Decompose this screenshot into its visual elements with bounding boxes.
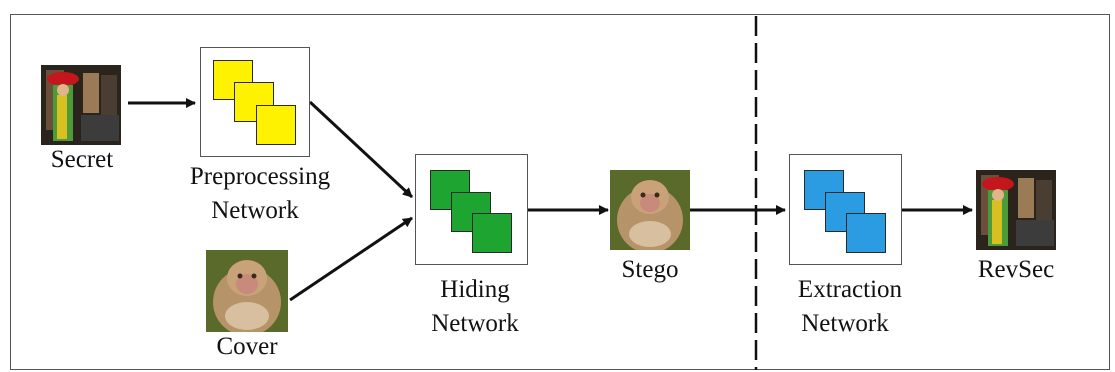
preprocessing-layer-3 — [256, 105, 296, 145]
arrow-cover-to-hiding — [289, 216, 413, 302]
arrow-preprocessing-to-hiding — [308, 100, 414, 199]
preprocessing-label-line1: Preprocessing — [189, 163, 331, 190]
cover-label: Cover — [216, 333, 278, 360]
hiding-label-line2: Network — [431, 310, 519, 337]
diagram-frame — [10, 14, 1110, 370]
extraction-label-line2: Network — [801, 310, 889, 337]
stego-label: Stego — [621, 256, 679, 283]
revsec-image — [976, 170, 1056, 250]
hiding-network-box — [415, 154, 528, 265]
hiding-layer-3 — [472, 213, 512, 253]
cover-image — [206, 250, 288, 332]
stego-image — [610, 170, 690, 250]
secret-label: Secret — [50, 146, 114, 173]
preprocessing-network-box — [200, 47, 310, 157]
extraction-layer-3 — [846, 213, 886, 253]
preprocessing-label-line2: Network — [211, 197, 299, 224]
secret-image — [41, 65, 121, 145]
extraction-label-line1: Extraction — [797, 276, 903, 303]
extraction-network-box — [789, 154, 902, 265]
hiding-label-line1: Hiding — [440, 276, 510, 303]
revsec-label: RevSec — [977, 256, 1055, 283]
